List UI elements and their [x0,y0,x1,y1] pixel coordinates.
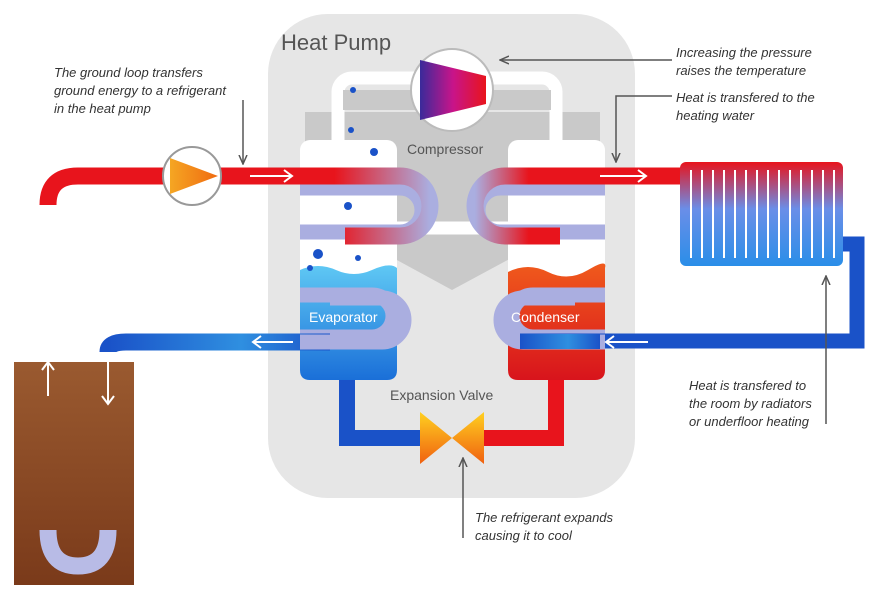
expansion-valve-icon [420,412,484,464]
annotation-line: Increasing the pressure [676,45,812,60]
annotation-pointers [243,60,826,538]
radiator [680,162,843,266]
annotation-line: raises the temperature [676,63,807,78]
annotation-line: The ground loop transfers [54,65,203,80]
expansion-loop-cold [339,380,430,446]
flow-arrow-left-icon [604,335,648,349]
heating-return-pipe-fade [520,334,600,349]
expands-annotation: The refrigerant expands causing it to co… [475,509,613,545]
condenser-return-pipe [493,290,605,350]
annotation-line: the room by radiators [689,396,812,411]
diagram-title: Heat Pump [281,30,392,55]
flow-arrow-down-icon [101,362,115,406]
compressor-label: Compressor [407,141,484,157]
pressure-annotation: Increasing the pressure raises the tempe… [676,44,812,80]
annotation-line: The refrigerant expands [475,510,614,525]
condenser-label: Condenser [511,309,580,325]
heating-water-annotation: Heat is transfered to the heating water [676,89,815,125]
evaporator-return-pipe [300,290,412,350]
expansion-loop-hot [470,380,564,446]
expansion-valve-label: Expansion Valve [390,387,494,403]
ground-loop-bottom [39,529,117,575]
ground-loop-red-pipe [39,167,439,245]
compressor-icon [420,60,486,120]
annotation-line: or underfloor heating [689,414,809,429]
ground-loop-annotation: The ground loop transfers ground energy … [54,64,226,118]
flow-arrow-right-icon [250,169,294,183]
flow-arrow-right-icon [600,169,648,183]
ground-loop-blue-pipe [99,333,330,354]
annotation-line: causing it to cool [475,528,572,543]
radiator-fins [690,170,835,258]
evaporator-label: Evaporator [309,309,378,325]
annotation-line: Heat is transfered to the [676,90,815,105]
condenser-hot-pipe [466,167,690,245]
heating-return-pipe [520,236,865,349]
flow-arrow-left-icon [251,335,293,349]
annotation-line: ground energy to a refrigerant [54,83,226,98]
flow-arrows [41,169,648,406]
annotation-line: heating water [676,108,755,123]
radiators-annotation: Heat is transfered to the room by radiat… [689,377,812,431]
flow-arrow-up-icon [41,360,55,396]
ground-pump-icon [170,158,218,194]
annotation-line: Heat is transfered to [689,378,807,393]
annotation-line: in the heat pump [54,101,151,116]
refrigerant-bubbles [307,87,378,271]
pointer-arrow-icon [616,95,672,162]
